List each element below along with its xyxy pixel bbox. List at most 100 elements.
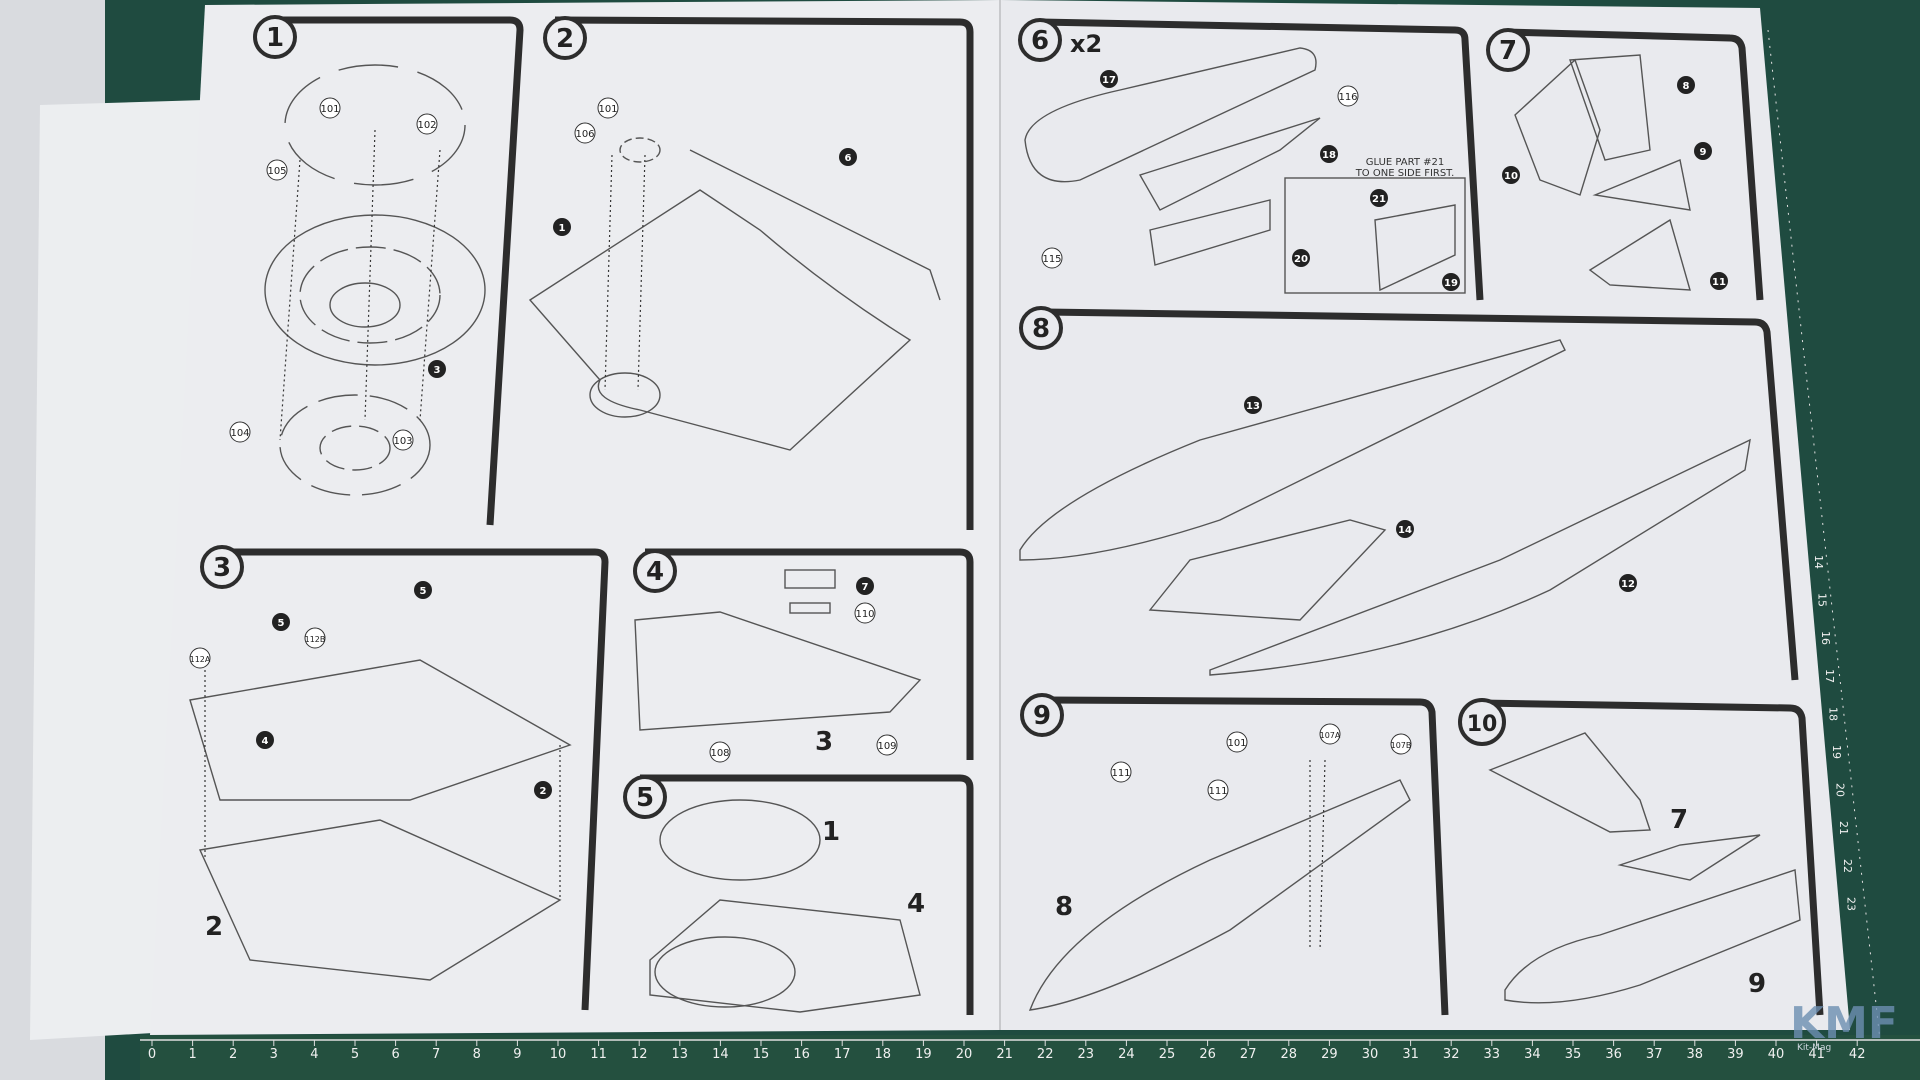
ruler-label: 21: [1837, 821, 1850, 835]
ruler-label: 1: [188, 1047, 196, 1062]
step-6-multiplier: x2: [1070, 30, 1102, 58]
part-111: 111: [1111, 768, 1130, 779]
step-1-number: 1: [266, 23, 284, 53]
ruler-label: 38: [1687, 1047, 1704, 1062]
step-8-number: 8: [1032, 314, 1050, 344]
ruler-label: 0: [148, 1047, 156, 1062]
ruler-label: 42: [1849, 1047, 1866, 1062]
part-101: 101: [598, 104, 617, 115]
ruler-label: 22: [1037, 1047, 1054, 1062]
ruler-label: 39: [1727, 1047, 1744, 1062]
ruler-label: 30: [1362, 1047, 1379, 1062]
part-6: 6: [845, 153, 852, 164]
sub-label-7: 7: [1670, 805, 1688, 835]
ruler-label: 16: [793, 1047, 810, 1062]
ruler-label: 35: [1565, 1047, 1582, 1062]
part-5: 5: [278, 618, 285, 629]
step-3-panel: 3 5 5 112A 112B 4 2 2: [189, 545, 609, 1011]
part-10: 10: [1504, 171, 1518, 182]
step-4-number: 4: [646, 557, 664, 587]
step-3-number: 3: [213, 553, 231, 583]
sub-label-4: 4: [907, 889, 925, 919]
part-101: 101: [320, 104, 339, 115]
part-11: 11: [1712, 277, 1726, 288]
ruler-label: 17: [1823, 669, 1836, 683]
ruler-label: 19: [1830, 745, 1843, 759]
part-1: 1: [559, 223, 566, 234]
part-101: 101: [1227, 738, 1246, 749]
ruler-label: 34: [1524, 1047, 1541, 1062]
ruler-label: 23: [1844, 897, 1857, 911]
part-7: 7: [862, 582, 869, 593]
step-9-number: 9: [1033, 701, 1051, 731]
part-2: 2: [540, 786, 547, 797]
ruler-label: 20: [1834, 783, 1847, 797]
ruler-label: 28: [1281, 1047, 1298, 1062]
step-7-number: 7: [1499, 36, 1517, 66]
part-103: 103: [393, 436, 412, 447]
part-102: 102: [417, 120, 436, 131]
part-112a: 112A: [190, 655, 211, 664]
ruler-label: 29: [1321, 1047, 1338, 1062]
ruler-label: 32: [1443, 1047, 1460, 1062]
step-9-panel: 9 101 107A 107B 111 111 8: [1020, 693, 1449, 1016]
ruler-label: 13: [672, 1047, 689, 1062]
ruler-label: 10: [550, 1047, 567, 1062]
ruler-label: 8: [473, 1047, 481, 1062]
ruler-label: 18: [1826, 707, 1839, 721]
ruler-label: 2: [229, 1047, 237, 1062]
ruler-label: 23: [1078, 1047, 1095, 1062]
ruler-label: 12: [631, 1047, 648, 1062]
part-116: 116: [1338, 92, 1357, 103]
ruler-label: 15: [753, 1047, 770, 1062]
part-111: 111: [1208, 786, 1227, 797]
ruler-label: 11: [590, 1047, 607, 1062]
ruler-label: 33: [1484, 1047, 1501, 1062]
ruler-label: 21: [996, 1047, 1013, 1062]
ruler-label: 26: [1199, 1047, 1216, 1062]
left-page: [150, 0, 1000, 1035]
part-20: 20: [1294, 254, 1308, 265]
ruler-label: 31: [1402, 1047, 1419, 1062]
step-10-number: 10: [1467, 712, 1498, 737]
part-112b: 112B: [305, 635, 326, 644]
ruler-label: 6: [391, 1047, 399, 1062]
part-110: 110: [855, 609, 874, 620]
ruler-label: 41: [1808, 1047, 1825, 1062]
underlying-paper: [30, 100, 205, 1040]
part-12: 12: [1621, 579, 1635, 590]
ruler-label: 40: [1768, 1047, 1785, 1062]
ruler-label: 5: [351, 1047, 359, 1062]
part-17: 17: [1102, 75, 1116, 86]
step-2-panel: 2 101 106 6 1: [528, 16, 974, 530]
step-1-panel: 1 101 102 105 3 104 103: [229, 15, 524, 526]
step-6-number: 6: [1031, 26, 1049, 56]
ruler-label: 3: [270, 1047, 278, 1062]
step-6-panel: 6 x2 17 116 18 115 21 20 19 GLUE PART #2…: [1018, 18, 1484, 301]
part-19: 19: [1444, 278, 1458, 289]
step-8-panel: 8 13 14 12: [1019, 306, 1799, 681]
part-8: 8: [1683, 81, 1690, 92]
watermark-logo: KMF: [1790, 998, 1898, 1049]
part-108: 108: [710, 748, 729, 759]
sub-label-1: 1: [822, 817, 840, 847]
part-104: 104: [230, 428, 249, 439]
part-4: 4: [262, 736, 269, 747]
ruler-label: 18: [875, 1047, 892, 1062]
ruler-label: 27: [1240, 1047, 1257, 1062]
part-5: 5: [420, 586, 427, 597]
kmf-watermark: KMF Kit-Mag: [1790, 998, 1898, 1053]
ruler-label: 22: [1841, 859, 1854, 873]
step-5-panel: 5 1 4: [623, 774, 974, 1015]
step-7-panel: 7 8 10 9 11: [1486, 28, 1764, 301]
part-109: 109: [877, 741, 896, 752]
part-105: 105: [267, 166, 286, 177]
step-10-panel: 10 7 9: [1458, 698, 1824, 1016]
part-115: 115: [1042, 254, 1061, 265]
watermark-sub: Kit-Mag: [1797, 1043, 1831, 1053]
sub-label-2: 2: [205, 912, 223, 942]
step-5-number: 5: [636, 783, 654, 813]
